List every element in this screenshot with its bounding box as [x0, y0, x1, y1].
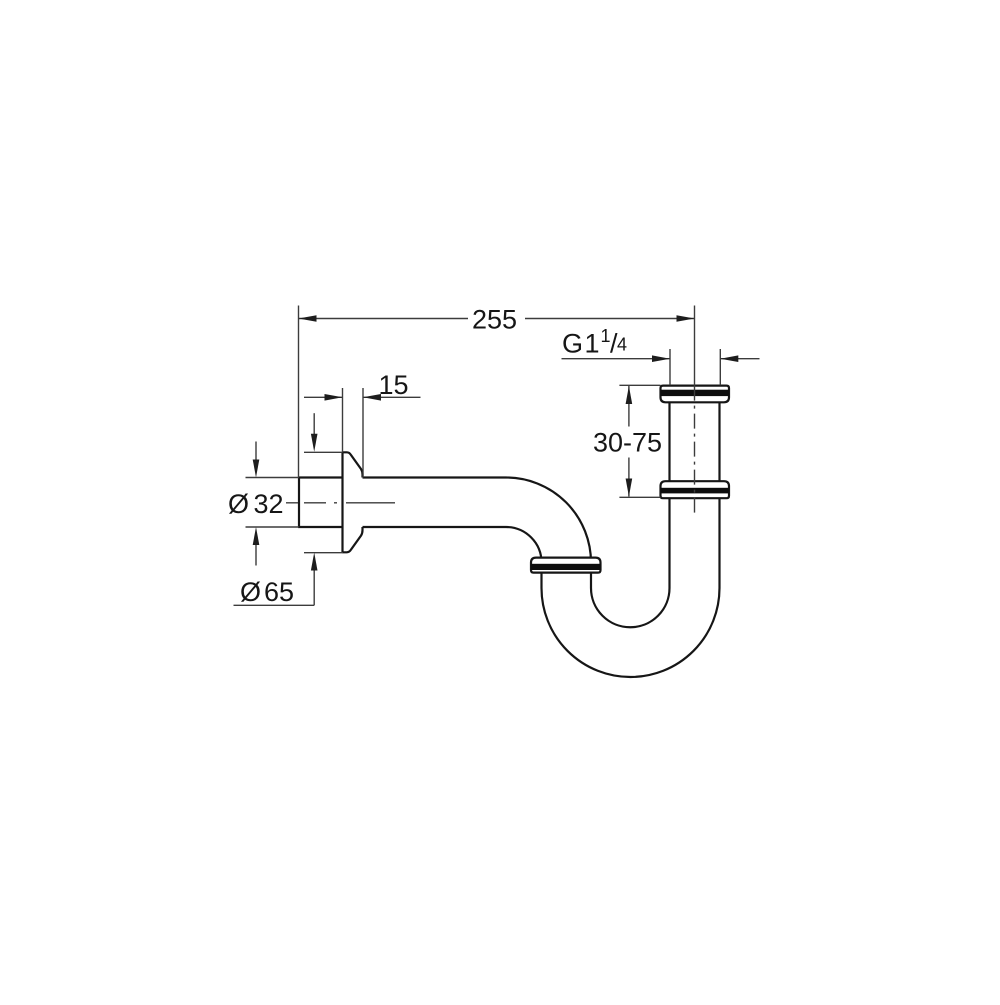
svg-text:15: 15: [379, 370, 409, 400]
svg-text:Ø: Ø: [240, 577, 261, 607]
svg-text:255: 255: [472, 304, 517, 334]
svg-text:4: 4: [617, 334, 627, 354]
svg-text:1: 1: [601, 326, 611, 346]
svg-text:32: 32: [254, 489, 284, 519]
svg-text:Ø: Ø: [228, 489, 249, 519]
svg-text:/: /: [610, 329, 618, 359]
svg-text:65: 65: [264, 577, 294, 607]
svg-text:G1: G1: [562, 328, 601, 358]
svg-text:30-75: 30-75: [593, 427, 662, 457]
